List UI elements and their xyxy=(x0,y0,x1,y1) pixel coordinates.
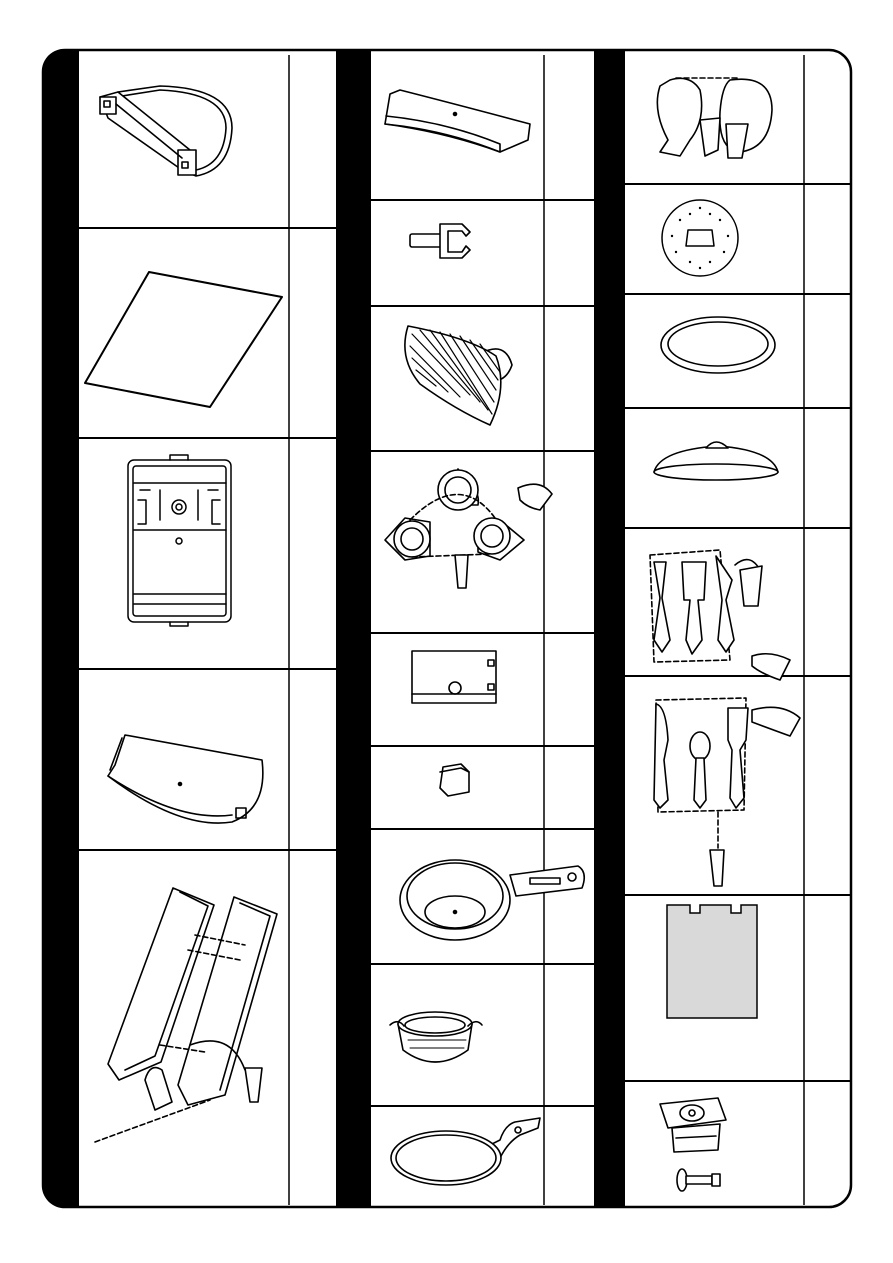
back-panel-icon xyxy=(128,455,231,626)
grey-card-shape xyxy=(667,905,757,1018)
small-cube-icon xyxy=(440,764,469,796)
perforated-disc-icon xyxy=(662,200,738,276)
oval-plate-icon xyxy=(661,317,775,373)
rectangular-panel-icon xyxy=(412,651,496,703)
grey-card-icon xyxy=(667,905,757,1018)
